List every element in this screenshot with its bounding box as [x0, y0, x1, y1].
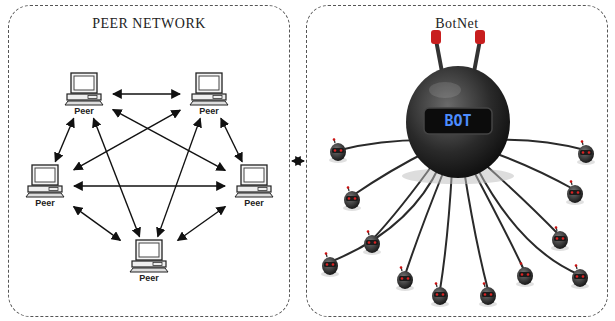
peer-label: Peer [18, 198, 72, 209]
peer-link-arrow [158, 118, 200, 236]
peer-computer: Peer [227, 164, 281, 209]
computer-icon [64, 72, 104, 106]
panel-title: BotNet [307, 16, 607, 32]
peer-link-arrow [74, 185, 225, 186]
computer-icon [25, 164, 65, 198]
peer-label: Peer [122, 273, 176, 284]
peer-link-arrow [113, 110, 225, 171]
peer-link-arrow [178, 206, 226, 240]
peer-label: Peer [227, 198, 281, 209]
bot-screen-label: BOT [424, 112, 492, 130]
peer-link-arrow [113, 93, 180, 94]
peer-link-arrow [74, 207, 121, 241]
peer-computer: Peer [57, 72, 111, 117]
computer-icon [189, 72, 229, 106]
botnet-panel: BotNet [306, 5, 608, 317]
peer-computer: Peer [18, 164, 72, 209]
peer-label: Peer [182, 106, 236, 117]
peer-computer: Peer [122, 239, 176, 284]
panel-link-arrow [292, 160, 304, 161]
panel-title: PEER NETWORK [9, 16, 289, 32]
peer-label: Peer [57, 106, 111, 117]
peer-link-arrow [74, 110, 181, 170]
computer-icon [234, 164, 274, 198]
computer-icon [129, 239, 169, 273]
peer-computer: Peer [182, 72, 236, 117]
peer-link-arrow [221, 118, 242, 161]
peer-network-panel: PEER NETWORKPeerPeerPeerPeerPeer [8, 5, 290, 317]
peer-link-arrow [55, 118, 73, 161]
